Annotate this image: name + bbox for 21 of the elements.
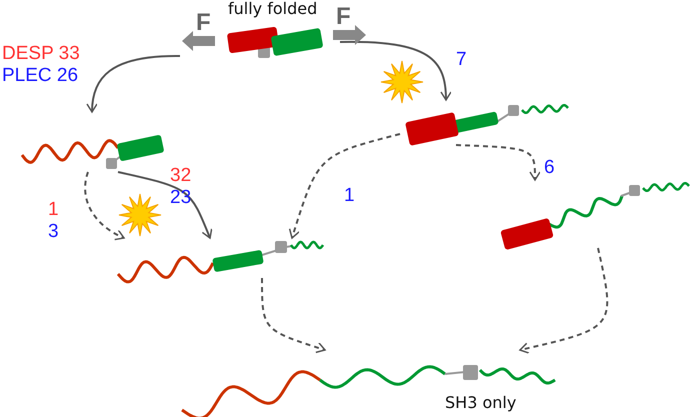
arrow: [86, 55, 180, 113]
rate-label: 7: [456, 50, 467, 70]
arrow: [519, 248, 608, 354]
rate-label: 3: [48, 222, 59, 242]
rate-label: 32: [170, 166, 192, 186]
rate-label: 1: [48, 200, 59, 220]
force-label: F: [336, 4, 351, 30]
state-label: SH3 only: [445, 394, 516, 412]
arrow: [456, 144, 541, 181]
arrow: [340, 40, 452, 101]
rate-label: 6: [544, 158, 555, 178]
rate-label: DESP 33: [2, 44, 80, 64]
arrow: [118, 171, 212, 239]
arrow: [261, 278, 326, 354]
rate-label: PLEC 26: [2, 66, 78, 86]
arrow: [84, 172, 125, 240]
state-label: fully folded: [228, 0, 318, 18]
force-label: F: [196, 10, 211, 36]
rate-label: 23: [170, 188, 192, 208]
arrow: [288, 133, 400, 239]
rate-label: 1: [344, 186, 355, 206]
